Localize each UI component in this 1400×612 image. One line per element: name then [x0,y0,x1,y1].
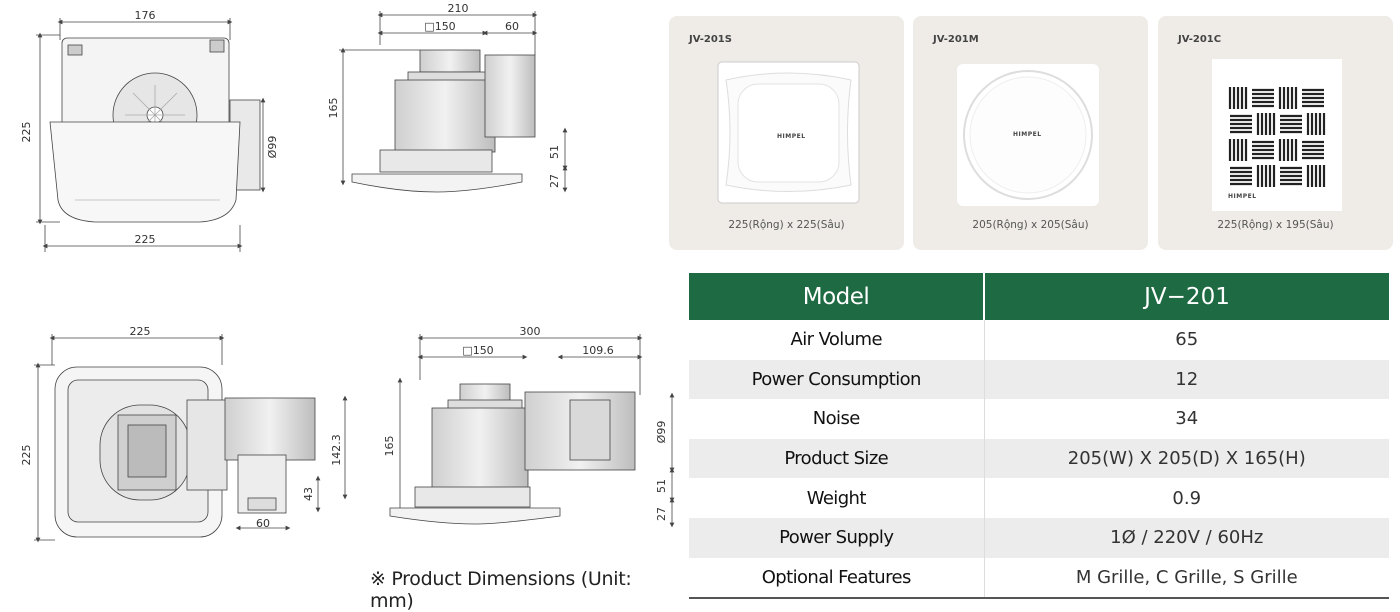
spec-label: Weight [689,478,985,518]
spec-value: 34 [1175,408,1199,430]
dim-height: 225 [20,445,33,466]
dim-height: 165 [383,436,396,457]
spec-value: 65 [1175,329,1199,351]
spec-header-row: Model JV−201 [689,273,1389,320]
spec-row: Noise 34 [689,399,1389,439]
grille-variants: JV-201S HIMPEL 225(Rộng) x 225(Sâu) JV-2… [669,16,1399,250]
spec-value: 0.9 [1172,487,1202,509]
variant-model: JV-201C [1178,34,1222,45]
spec-row: Optional Features M Grille, C Grille, S … [689,557,1389,600]
spec-header-label: Model [689,273,985,320]
variant-model: JV-201M [933,34,979,45]
dim-height: 225 [20,122,33,143]
dim-box: □150 [424,20,455,33]
dim-h2: 27 [548,174,561,188]
spec-row: Weight 0.9 [689,478,1389,518]
technical-drawings: 176 225 225 Ø99 210 □150 60 165 51 27 22… [0,0,680,612]
variant-size: 225(Rộng) x 195(Sâu) [1217,219,1334,231]
dim-duct-length: 109.6 [582,344,614,357]
spec-label: Power Supply [689,517,985,558]
spec-value: 205(W) X 205(D) X 165(H) [984,438,1389,479]
round-grille-image [957,64,1099,206]
dim-duct-diameter: Ø99 [655,421,668,444]
variant-card-c: JV-201C HIMPEL 22 [1158,16,1393,250]
spec-table: Model JV−201 Air Volume 65 Power Consump… [689,273,1389,600]
top-view-drawing [34,334,348,543]
dim-width-top: 176 [135,9,156,22]
brand-logo: HIMPEL [1013,131,1042,138]
dim-height: 165 [327,98,340,119]
slatted-grille-image [1212,59,1342,211]
dim-box: □150 [462,344,493,357]
variant-size: 205(Rộng) x 205(Sâu) [972,219,1089,231]
spec-header-value: JV−201 [984,273,1389,320]
brand-logo: HIMPEL [777,133,806,140]
front-view-drawing [36,18,266,252]
spec-row: Power Consumption 12 [689,359,1389,400]
spec-label: Air Volume [689,320,985,360]
dim-width: 210 [448,2,469,15]
dim-duct-diameter: Ø99 [266,136,279,159]
dim-width: 300 [520,325,541,338]
dim-h2: 27 [655,507,668,521]
dim-h1: 51 [548,145,561,159]
dim-h1: 51 [655,479,668,493]
spec-value: M Grille, C Grille, S Grille [984,557,1389,600]
dim-side: 43 [302,487,315,501]
spec-row: Power Supply 1Ø / 220V / 60Hz [689,517,1389,558]
variant-card-m: JV-201M HIMPEL 205(Rộng) x 205(Sâu) [913,16,1148,250]
unit-note: ※ Product Dimensions (Unit: mm) [370,568,632,612]
dimension-drawings-svg: 176 225 225 Ø99 210 □150 60 165 51 27 22… [20,2,675,543]
spec-row: Air Volume 65 [689,320,1389,360]
side-view-drawing [339,11,568,193]
spec-label: Power Consumption [689,359,985,400]
spec-label: Product Size [689,438,985,479]
variant-card-s: JV-201S HIMPEL 225(Rộng) x 225(Sâu) [669,16,904,250]
square-grille-image [717,61,860,204]
dim-width-bottom: 225 [135,233,156,246]
spec-label: Optional Features [689,557,985,600]
dim-width: 225 [130,325,151,338]
dim-bottom: 60 [256,517,270,530]
spec-value: 1Ø / 220V / 60Hz [984,517,1389,558]
variant-size: 225(Rộng) x 225(Sâu) [728,219,845,231]
dim-duct-length: 60 [505,20,519,33]
brand-logo: HIMPEL [1228,193,1257,200]
spec-value: 12 [984,359,1389,400]
side-view-duct-drawing [389,334,675,528]
spec-label: Noise [689,399,985,439]
dim-duct-height: 142.3 [330,434,343,466]
variant-model: JV-201S [689,34,732,45]
spec-row: Product Size 205(W) X 205(D) X 165(H) [689,438,1389,479]
